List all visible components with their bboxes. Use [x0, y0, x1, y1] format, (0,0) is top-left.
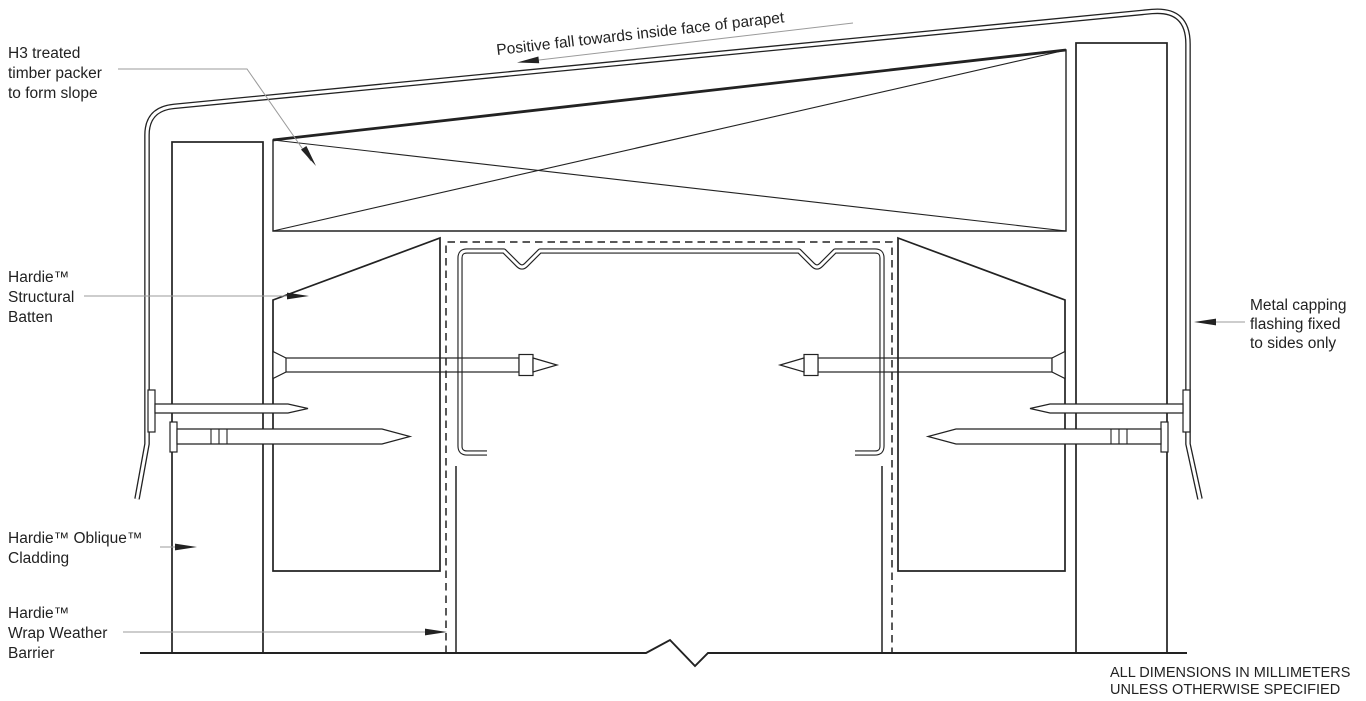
- left-flashing-nail: [147, 389, 309, 433]
- right-batten-screw: [777, 350, 1066, 380]
- label-line: Metal capping: [1250, 297, 1347, 314]
- arrowhead: [1194, 318, 1216, 326]
- label-line: H3 treated: [8, 45, 80, 62]
- label-line: UNLESS OTHERWISE SPECIFIED: [1110, 682, 1340, 698]
- label-line: timber packer: [8, 65, 102, 82]
- ground-cut-line: [140, 638, 1187, 668]
- label-metal-capping: Metal capping flashing fixed to sides on…: [1250, 297, 1347, 352]
- right-flashing-nail: [1029, 389, 1191, 433]
- label-line: Batten: [8, 309, 53, 326]
- left-cladding-panel: [171, 141, 264, 654]
- right-cladding-nail: [925, 421, 1169, 453]
- label-h3-timber-packer: H3 treated timber packer to form slope: [8, 45, 102, 102]
- arrowhead: [175, 543, 197, 551]
- leader-structural-batten: [84, 292, 309, 300]
- left-batten-screw: [272, 350, 560, 380]
- arrowhead: [301, 146, 316, 166]
- metal-capping-flashing: [134, 8, 1203, 500]
- label-line: to sides only: [1250, 335, 1336, 352]
- timber-packer: [272, 48, 1067, 232]
- label-oblique-cladding: Hardie™ Oblique™ Cladding: [8, 530, 142, 567]
- label-structural-batten: Hardie™ Structural Batten: [8, 269, 74, 326]
- label-line: Hardie™: [8, 605, 69, 622]
- label-line: to form slope: [8, 85, 98, 102]
- leader-wrap-weather-barrier: [123, 628, 447, 636]
- packer-sloped-top-edge: [272, 48, 1067, 142]
- label-line: Cladding: [8, 550, 69, 567]
- arrowhead: [517, 56, 540, 64]
- label-line: Structural: [8, 289, 74, 306]
- packer-cross-diagonal-1: [272, 139, 1067, 232]
- label-line: ALL DIMENSIONS IN MILLIMETERS: [1110, 665, 1350, 681]
- label-line: flashing fixed: [1250, 316, 1340, 333]
- leader-oblique-cladding: [160, 543, 197, 551]
- label-line: Hardie™ Oblique™: [8, 530, 142, 547]
- arrowhead: [425, 628, 447, 636]
- leader-h3-timber-packer: [118, 68, 316, 166]
- label-dimensions-note: ALL DIMENSIONS IN MILLIMETERS UNLESS OTH…: [1110, 665, 1350, 698]
- label-line: Wrap Weather: [8, 625, 107, 642]
- label-line: Hardie™: [8, 269, 69, 286]
- capping-fixing-channel: [457, 248, 885, 456]
- left-cladding-nail: [169, 421, 413, 453]
- right-cladding-panel: [1075, 42, 1168, 654]
- label-wrap-weather-barrier: Hardie™ Wrap Weather Barrier: [8, 605, 107, 662]
- arrowhead: [287, 292, 309, 300]
- leader-metal-capping: [1194, 318, 1245, 326]
- label-line: Barrier: [8, 645, 55, 662]
- leader-positive-fall: [517, 22, 854, 64]
- left-structural-batten: [272, 236, 441, 572]
- right-structural-batten: [897, 236, 1066, 572]
- packer-cross-diagonal-2: [272, 49, 1067, 232]
- weather-barrier-dashed-line: [445, 241, 893, 653]
